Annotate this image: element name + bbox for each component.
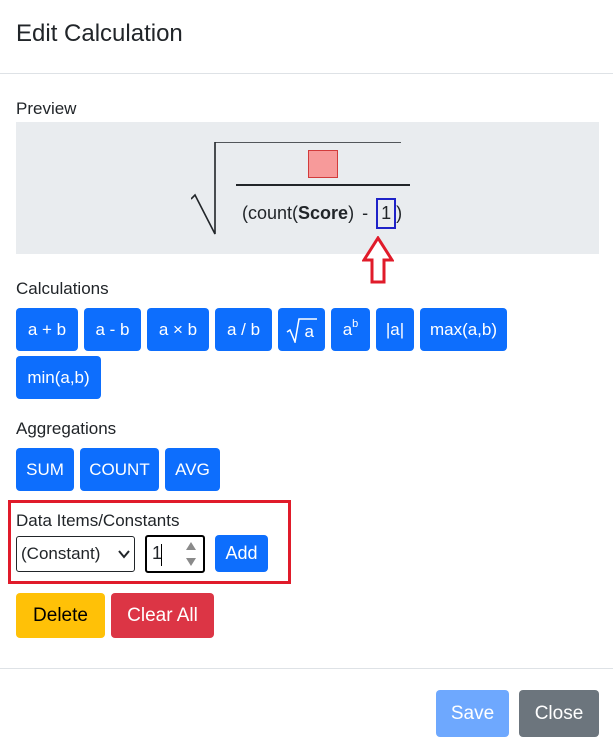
fraction-line bbox=[236, 184, 410, 186]
square-root-operand: a bbox=[304, 321, 314, 341]
square-root-button[interactable]: a bbox=[278, 308, 325, 351]
avg-button[interactable]: AVG bbox=[165, 448, 220, 491]
preview-label: Preview bbox=[16, 99, 77, 118]
constant-number-input[interactable]: 1 bbox=[145, 535, 205, 573]
close-button[interactable]: Close bbox=[519, 690, 599, 737]
denominator-constant[interactable]: 1 bbox=[376, 198, 397, 229]
denominator-close-paren: ) bbox=[348, 203, 355, 223]
delete-button[interactable]: Delete bbox=[16, 593, 105, 638]
power-base: a bbox=[342, 319, 353, 339]
count-button[interactable]: COUNT bbox=[80, 448, 159, 491]
denominator: (count( Score ) - 1 ) bbox=[242, 198, 402, 229]
denominator-end-paren: ) bbox=[396, 203, 403, 223]
max-button[interactable]: max(a,b) bbox=[420, 308, 507, 351]
preview-box: (count( Score ) - 1 ) bbox=[16, 122, 599, 254]
add-button[interactable]: a + b bbox=[16, 308, 78, 351]
min-button[interactable]: min(a,b) bbox=[16, 356, 101, 399]
divide-button[interactable]: a / b bbox=[215, 308, 272, 351]
denominator-field[interactable]: Score bbox=[298, 203, 349, 223]
multiply-button[interactable]: a × b bbox=[147, 308, 209, 351]
modal-header: Edit Calculation bbox=[0, 0, 613, 74]
up-arrow-annotation-icon bbox=[362, 236, 394, 284]
data-item-select[interactable]: (Constant) bbox=[16, 536, 135, 572]
aggregations-label: Aggregations bbox=[16, 419, 117, 438]
subtract-button[interactable]: a - b bbox=[84, 308, 141, 351]
square-root-symbol bbox=[191, 142, 401, 235]
clear-all-button[interactable]: Clear All bbox=[111, 593, 214, 638]
modal-footer-divider bbox=[0, 668, 613, 669]
numerator-placeholder[interactable] bbox=[308, 150, 338, 178]
square-root-icon: a bbox=[285, 317, 319, 343]
data-item-select-value: (Constant) bbox=[21, 544, 101, 563]
add-item-button[interactable]: Add bbox=[215, 535, 268, 572]
formula-preview: (count( Score ) - 1 ) bbox=[191, 142, 421, 238]
power-exponent: b bbox=[352, 317, 359, 330]
save-button[interactable]: Save bbox=[436, 690, 509, 737]
text-caret bbox=[161, 544, 162, 566]
modal-title: Edit Calculation bbox=[16, 20, 183, 47]
denominator-operator: - bbox=[362, 203, 369, 223]
spinner-down-icon[interactable] bbox=[185, 557, 197, 567]
calculations-label: Calculations bbox=[16, 279, 109, 298]
absolute-value-button[interactable]: |a| bbox=[376, 308, 414, 351]
constant-number-value: 1 bbox=[152, 543, 163, 563]
spinner-up-icon[interactable] bbox=[185, 541, 197, 551]
sum-button[interactable]: SUM bbox=[16, 448, 74, 491]
denominator-function: (count( bbox=[242, 203, 299, 223]
data-items-label: Data Items/Constants bbox=[16, 511, 180, 530]
chevron-down-icon bbox=[118, 550, 130, 559]
data-items-highlight-box bbox=[8, 500, 291, 584]
